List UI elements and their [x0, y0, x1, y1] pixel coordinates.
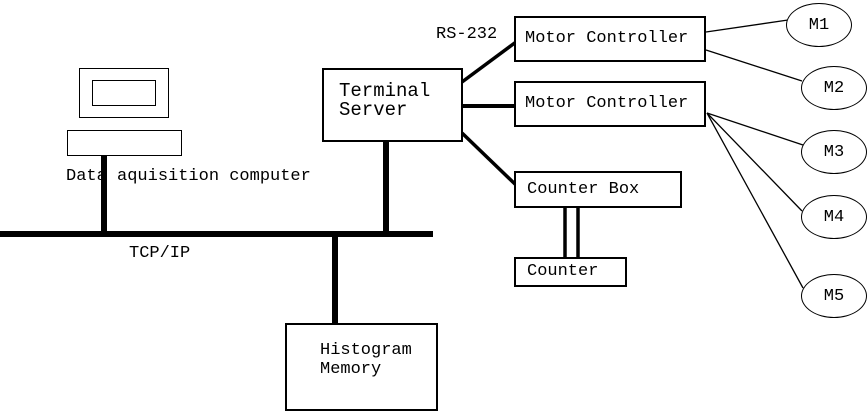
computer-screen-icon	[92, 80, 156, 106]
mc1-m1-lead	[705, 19, 789, 33]
node-counter: Counter	[514, 257, 627, 287]
motor-m4-label: M4	[823, 207, 845, 227]
motor-m1-label: M1	[808, 15, 830, 35]
motor-node-m2: M2	[801, 66, 867, 110]
motor-controller-2-label: Motor Controller	[525, 94, 689, 113]
counter-label: Counter	[527, 262, 599, 281]
motor-node-m1: M1	[786, 3, 852, 47]
mc2-m3-lead	[706, 112, 804, 146]
terminal-server-label-line1: Terminal	[339, 80, 431, 102]
motor-m3-label: M3	[823, 142, 845, 162]
motor-controller-1-label: Motor Controller	[525, 29, 689, 48]
terminal-server-label-line2: Server	[339, 99, 408, 121]
mc1-m2-lead	[705, 49, 803, 82]
node-motor-controller-1: Motor Controller	[514, 16, 706, 62]
node-motor-controller-2: Motor Controller	[514, 81, 706, 127]
mc2-m5-lead	[706, 112, 804, 289]
motor-node-m4: M4	[801, 195, 867, 239]
counter-box-label: Counter Box	[527, 180, 640, 199]
counter-box-link	[460, 131, 518, 187]
histogram-memory-label-line2: Memory	[320, 360, 382, 379]
label-tcpip: TCP/IP	[129, 244, 191, 263]
node-histogram-memory: Histogram Memory	[285, 323, 438, 411]
motor-m2-label: M2	[823, 78, 845, 98]
motor-node-m5: M5	[801, 274, 867, 318]
label-rs232: RS-232	[436, 25, 498, 44]
mc2-m4-lead	[706, 112, 803, 212]
computer-keyboard-icon	[67, 130, 182, 156]
label-data-acquisition-computer: Data aquisition computer	[66, 167, 311, 186]
histogram-memory-label-line1: Histogram	[320, 341, 412, 360]
motor-node-m3: M3	[801, 130, 867, 174]
node-terminal-server: Terminal Server	[322, 68, 463, 142]
rs232-link-motor-controller-1	[460, 40, 518, 84]
motor-m5-label: M5	[823, 286, 845, 306]
node-counter-box: Counter Box	[514, 171, 682, 208]
